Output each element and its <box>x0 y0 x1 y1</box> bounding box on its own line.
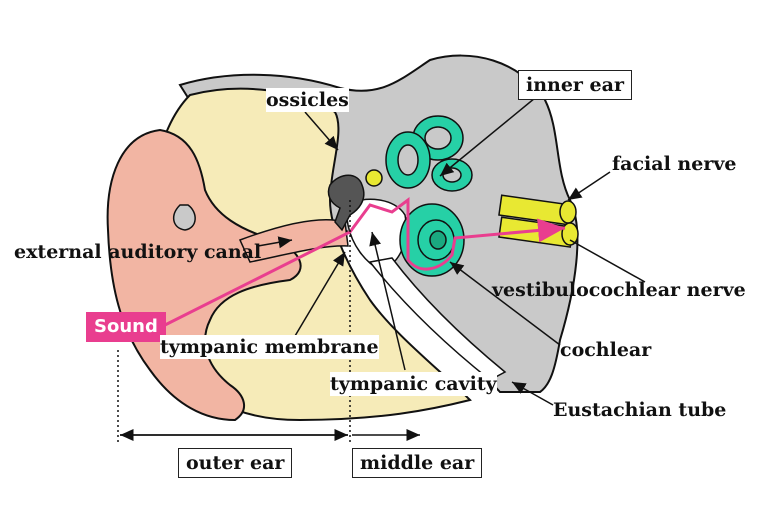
label-cochlear: cochlear <box>560 339 652 361</box>
label-sound: Sound <box>86 312 166 342</box>
label-tympanic-membrane: tympanic membrane <box>160 335 379 359</box>
label-tympanic-cavity: tympanic cavity <box>330 372 497 396</box>
ossicles-shape <box>327 174 365 232</box>
label-eustachian-tube: Eustachian tube <box>553 399 727 421</box>
label-external-auditory-canal: external auditory canal <box>14 241 262 263</box>
section-markers <box>117 200 420 445</box>
sound-path <box>164 197 566 327</box>
label-vestibulocochlear-nerve: vestibulocochlear nerve <box>492 279 746 301</box>
ear-canal <box>238 219 349 263</box>
pointer-lines <box>257 97 646 406</box>
label-ossicles: ossicles <box>266 88 349 112</box>
label-outer-ear: outer ear <box>178 448 293 478</box>
label-inner-ear: inner ear <box>518 70 632 100</box>
label-middle-ear: middle ear <box>352 448 483 478</box>
nerve-bundle <box>498 194 579 248</box>
pinna <box>106 128 302 422</box>
label-facial-nerve: facial nerve <box>612 153 737 175</box>
eustachian-tube-shape <box>368 257 507 381</box>
